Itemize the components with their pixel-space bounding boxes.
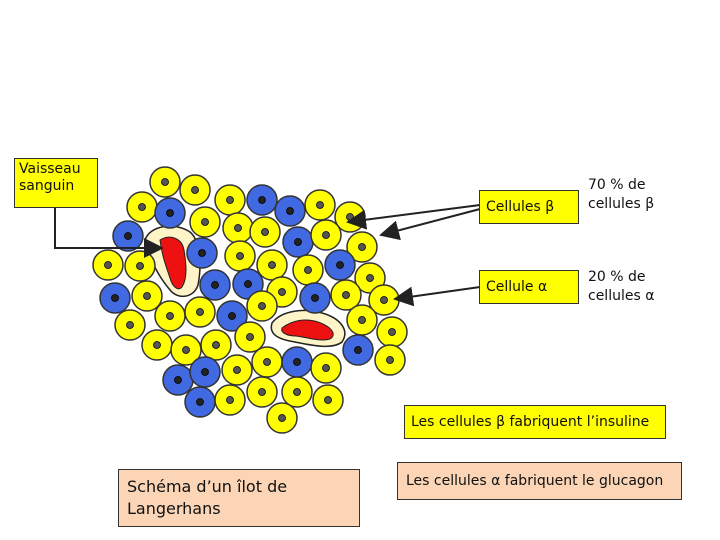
alpha-cell (281, 346, 313, 378)
beta-cell (149, 166, 181, 198)
beta-cell (346, 231, 378, 263)
beta-function-box: Les cellules β fabriquent l’insuline (404, 405, 666, 439)
alpha-cell (112, 220, 144, 252)
beta-cell (310, 219, 342, 251)
beta-cells-label: Cellules β (479, 190, 579, 224)
alpha-cell (299, 282, 331, 314)
beta-cell (126, 191, 158, 223)
alpha-cell (154, 197, 186, 229)
pointer-arrows (54, 204, 481, 307)
beta-cell (330, 279, 362, 311)
alpha-cell (342, 334, 374, 366)
alpha-cell (184, 386, 216, 418)
beta-cell (346, 304, 378, 336)
beta-cell (154, 300, 186, 332)
beta-cell (141, 329, 173, 361)
alpha-percent-text: 20 % de cellules α (588, 269, 655, 304)
beta-cell (304, 189, 336, 221)
beta-arrow-2 (379, 208, 481, 241)
beta-cell (200, 329, 232, 361)
beta-cell (251, 346, 283, 378)
alpha-cell (189, 356, 221, 388)
alpha-cell (246, 184, 278, 216)
beta-arrow-1 (346, 204, 481, 230)
beta-cell (189, 206, 221, 238)
beta-cell (292, 254, 324, 286)
beta-cell (184, 296, 216, 328)
beta-cell (214, 384, 246, 416)
beta-cell (114, 309, 146, 341)
beta-cell (246, 376, 278, 408)
beta-cell (234, 321, 266, 353)
alpha-cell (324, 249, 356, 281)
beta-cell (214, 184, 246, 216)
beta-cell (131, 280, 163, 312)
beta-cell (246, 290, 278, 322)
beta-cell (124, 250, 156, 282)
beta-cell (224, 240, 256, 272)
alpha-cell (199, 269, 231, 301)
alpha-function-box: Les cellules α fabriquent le glucagon (397, 462, 682, 500)
alpha-cell (232, 268, 264, 300)
beta-cell (170, 334, 202, 366)
alpha-cell (186, 237, 218, 269)
alpha-arrow (393, 286, 481, 307)
alpha-cell (216, 300, 248, 332)
alpha-cell-label: Cellule α (479, 270, 579, 304)
beta-cell (256, 249, 288, 281)
beta-cell (281, 376, 313, 408)
beta-percent-text: 70 % de cellules β (588, 177, 655, 212)
beta-cell (376, 316, 408, 348)
beta-cell (221, 354, 253, 386)
diagram-caption: Schéma d’un îlot de Langerhans (118, 469, 360, 527)
vessel-pointer-line (54, 208, 164, 258)
beta-cell (312, 384, 344, 416)
alpha-cell (274, 195, 306, 227)
alpha-cell (99, 282, 131, 314)
beta-cell (92, 249, 124, 281)
alpha-cell (282, 226, 314, 258)
beta-cell (310, 352, 342, 384)
alpha-cell (162, 364, 194, 396)
vessel-label: Vaisseau sanguin (14, 158, 98, 208)
beta-cell (179, 174, 211, 206)
beta-cell (222, 212, 254, 244)
beta-cell (374, 344, 406, 376)
beta-cell (249, 216, 281, 248)
beta-cell (266, 402, 298, 434)
blood-vessel-right (270, 309, 346, 348)
